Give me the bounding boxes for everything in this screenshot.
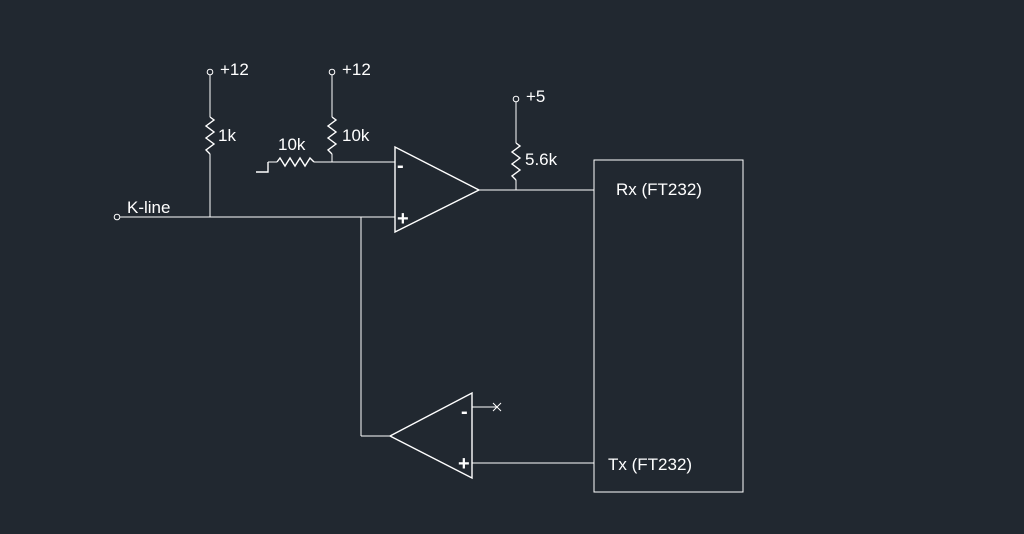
resistor-1k-icon: [204, 116, 216, 155]
comparator-receive-minus: -: [397, 155, 404, 177]
resistor-5-6k-label: 5.6k: [525, 150, 558, 169]
supply-5v-label: +5: [526, 87, 545, 106]
no-connect-icon: [492, 402, 502, 412]
comparator-transmit: - +: [388, 391, 473, 480]
comparator-receive-plus: +: [397, 208, 409, 230]
comparator-transmit-minus: -: [461, 401, 468, 423]
supply-12v-label-2: +12: [342, 60, 371, 79]
comparator-receive-icon: [394, 145, 481, 234]
rx-pin-label: Rx (FT232): [616, 180, 702, 199]
comparator-receive: - +: [394, 145, 481, 234]
k-line-label: K-line: [127, 198, 170, 217]
tx-pin-label: Tx (FT232): [608, 455, 692, 474]
supply-5v-terminal: [512, 95, 520, 103]
supply-12v-terminal-2: [328, 68, 336, 76]
resistor-1k: [204, 75, 216, 217]
resistor-10k-vertical-label: 10k: [342, 126, 370, 145]
supply-12v-label-1: +12: [220, 60, 249, 79]
comparator-transmit-icon: [388, 391, 473, 480]
ground-icon: [256, 162, 269, 173]
supply-12v-terminal-1: [206, 68, 214, 76]
k-line-terminal[interactable]: [113, 213, 121, 221]
resistor-5-6k: [510, 102, 522, 190]
ft232-module: [593, 159, 744, 493]
resistor-10k-horizontal: [256, 156, 395, 173]
comparator-transmit-plus: +: [458, 453, 470, 475]
resistor-1k-label: 1k: [218, 126, 236, 145]
resistor-10k-vertical: [326, 75, 338, 162]
resistor-10k-vertical-icon: [326, 116, 338, 155]
resistor-10k-horizontal-label: 10k: [278, 135, 306, 154]
resistor-5-6k-icon: [510, 142, 522, 181]
resistor-10k-horizontal-icon: [276, 156, 315, 168]
